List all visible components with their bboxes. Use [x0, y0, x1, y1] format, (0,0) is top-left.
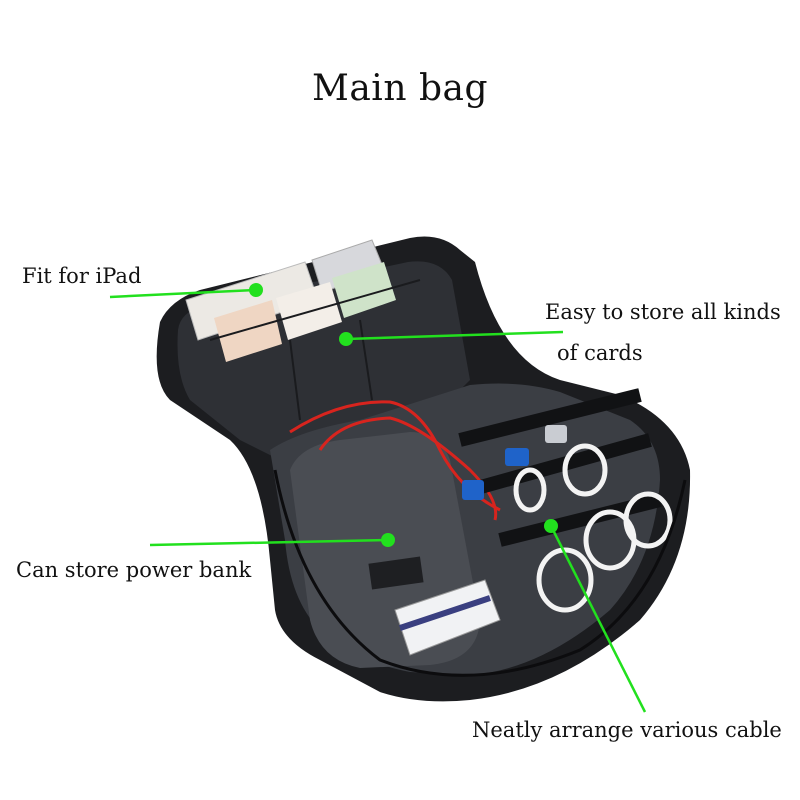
- callout-lines: [109, 288, 647, 713]
- white-cables: [513, 443, 673, 613]
- callout-cards-line2: of cards: [557, 341, 643, 365]
- callout-cable: Neatly arrange various cable: [472, 718, 782, 742]
- dot-powerbank: [381, 533, 395, 547]
- dot-cable: [544, 519, 558, 533]
- dot-cards: [339, 332, 353, 346]
- bag: [156, 236, 691, 702]
- zipper: [273, 469, 687, 677]
- callout-cards-line1: Easy to store all kinds: [545, 300, 781, 324]
- elastic-straps: [458, 388, 662, 547]
- callout-dots: [249, 283, 558, 547]
- dot-ipad: [249, 283, 263, 297]
- callout-ipad: Fit for iPad: [22, 264, 142, 288]
- callout-powerbank: Can store power bank: [16, 558, 252, 582]
- page-title: Main bag: [311, 68, 489, 109]
- power-bank: [394, 579, 501, 656]
- usb-drives: [462, 425, 567, 500]
